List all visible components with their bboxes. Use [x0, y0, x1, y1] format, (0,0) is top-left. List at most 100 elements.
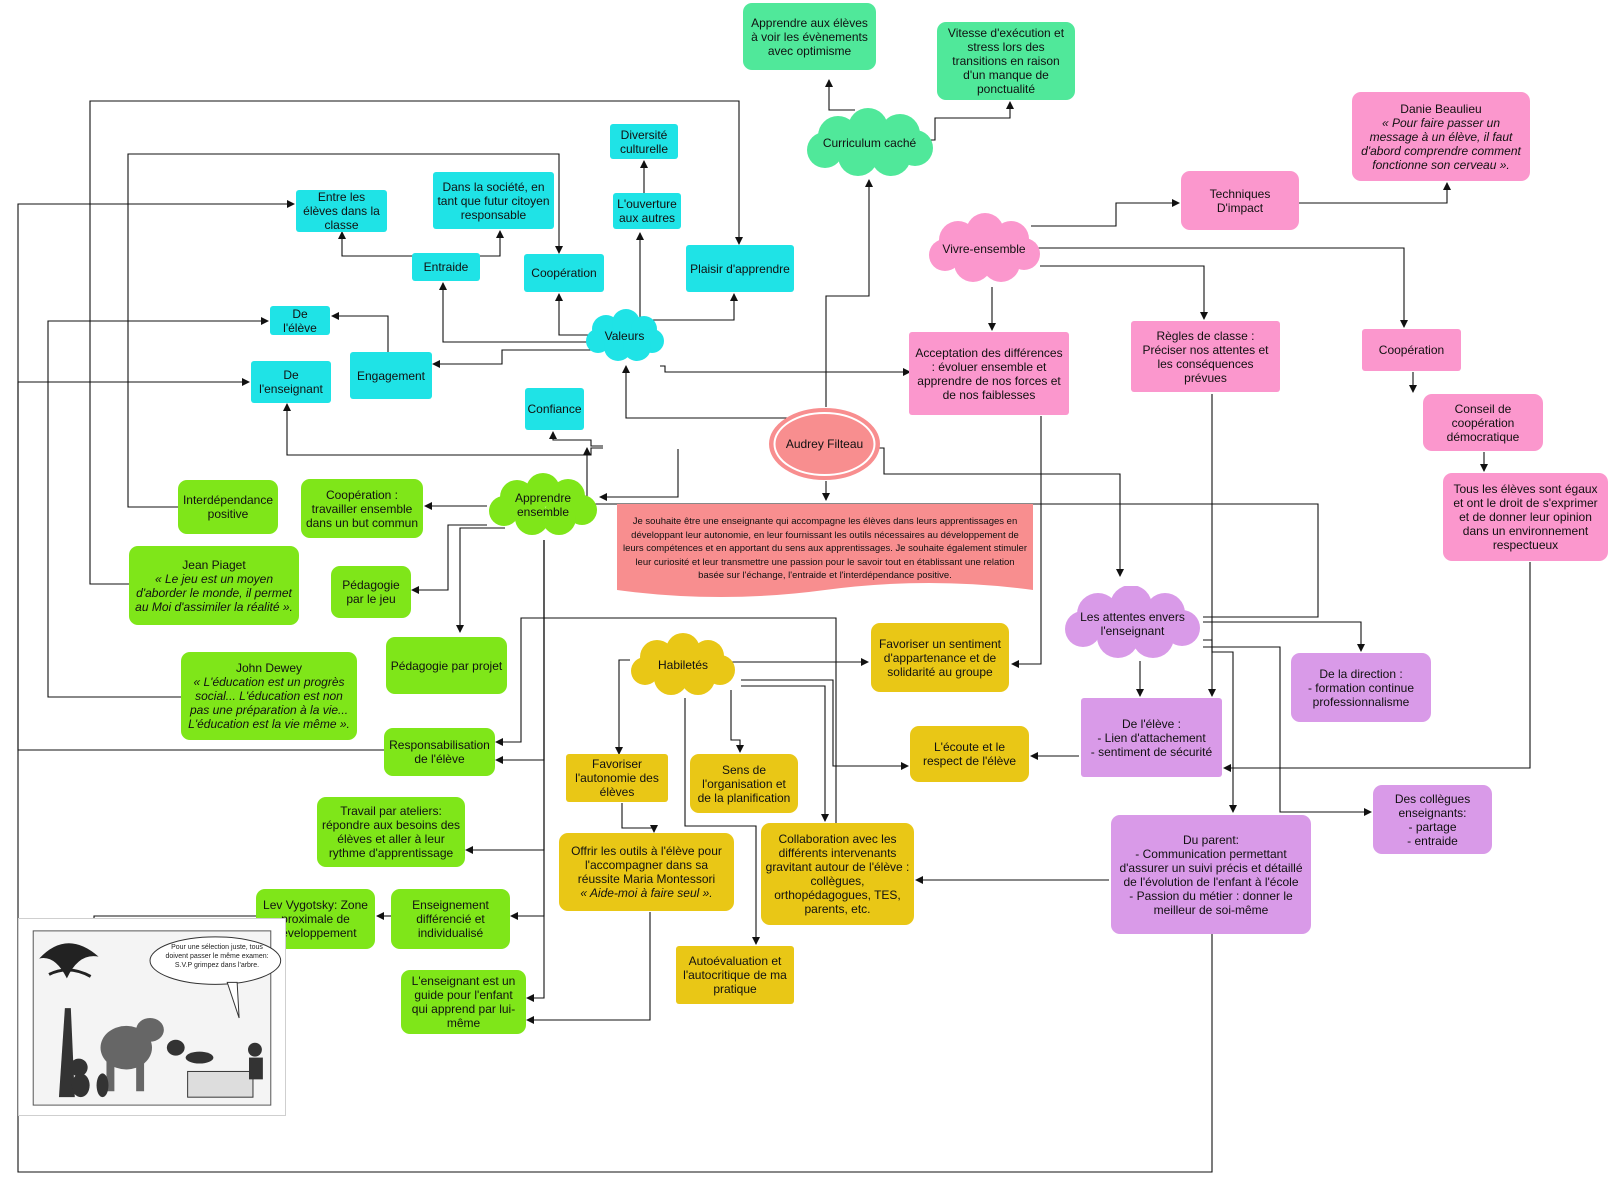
habiletes-hub-label: Habiletés	[657, 658, 709, 672]
conseil-label: Conseil de coopération démocratique	[1446, 401, 1520, 444]
node-autoevaluation[interactable]: Autoévaluation et l'autocritique de ma p…	[676, 946, 794, 1004]
node-john-dewey[interactable]: John Dewey « L'éducation est un progrès …	[181, 652, 357, 740]
node-jean-piaget[interactable]: Jean Piaget « Le jeu est un moyen d'abor…	[129, 546, 299, 625]
node-du-parent[interactable]: Du parent: - Communication permettant d'…	[1111, 815, 1311, 934]
ouverture-label: L'ouverture aux autres	[617, 197, 677, 225]
confiance-label: Confiance	[527, 402, 582, 416]
outils-label: Offrir les outils à l'élève pour l'accom…	[571, 844, 722, 886]
connector-14	[480, 230, 504, 257]
node-sens-organisation[interactable]: Sens de l'organisation et de la planific…	[690, 754, 798, 813]
connector-19	[47, 317, 269, 698]
node-enseignant-guide[interactable]: L'enseignant est un guide pour l'enfant …	[401, 970, 526, 1034]
beaulieu-quote: « Pour faire passer un message à un élèv…	[1361, 115, 1521, 172]
ateliers-label: Travail par ateliers: répondre aux besoi…	[321, 804, 461, 860]
desk-icon	[187, 1042, 263, 1098]
node-sentiment-appartenance[interactable]: Favoriser un sentiment d'appartenance et…	[871, 623, 1009, 692]
autoevaluation-label: Autoévaluation et l'autocritique de ma p…	[683, 954, 787, 996]
node-danie-beaulieu[interactable]: Danie Beaulieu « Pour faire passer un me…	[1352, 92, 1530, 181]
connector-37	[684, 698, 760, 945]
outils-quote: « Aide-moi à faire seul ».	[580, 886, 713, 900]
attentes-hub-label: Les attentes envers l'enseignant	[1080, 609, 1185, 638]
cloud-apprendre-ensemble[interactable]: Apprendre ensemble	[487, 470, 599, 540]
connector-22	[549, 431, 603, 447]
cartoon-speech-text: Pour une sélection juste, tous doivent p…	[165, 944, 269, 969]
connector-25	[456, 527, 505, 633]
node-attentes-de-leleve[interactable]: De l'élève : - Lien d'attachement - sent…	[1081, 698, 1222, 777]
node-collaboration-intervenants[interactable]: Collaboration avec les différents interv…	[761, 823, 914, 925]
node-entraide[interactable]: Entraide	[412, 253, 480, 281]
connector-10	[439, 282, 587, 343]
node-de-leleve-engagement[interactable]: De l'élève	[270, 306, 330, 335]
node-cooperation-valeur[interactable]: Coopération	[524, 254, 604, 292]
dewey-name: John Dewey	[235, 661, 303, 675]
cloud-curriculum-cache[interactable]: Curriculum caché	[803, 108, 936, 178]
connector-49	[1011, 416, 1042, 668]
cloud-habiletes[interactable]: Habiletés	[629, 632, 737, 698]
cloud-valeurs[interactable]: Valeurs	[584, 307, 665, 364]
vision-statement-text: Je souhaite être une enseignante qui acc…	[623, 516, 1027, 582]
direction-label: De la direction : - formation continue p…	[1307, 666, 1415, 709]
node-regles-de-classe[interactable]: Règles de classe : Préciser nos attentes…	[1131, 321, 1280, 392]
connector-35	[741, 679, 909, 770]
node-responsabilisation[interactable]: Responsabilisation de l'élève	[384, 728, 495, 776]
cloud-vivre-ensemble[interactable]: Vivre-ensemble	[928, 211, 1040, 287]
node-enseignement-differencie[interactable]: Enseignement différencié et individualis…	[391, 889, 510, 949]
node-dans-la-societe[interactable]: Dans la société, en tant que futur citoy…	[433, 172, 554, 229]
connector-24	[411, 524, 487, 594]
dewey-quote: « L'éducation est un progrès social... L…	[188, 675, 350, 731]
node-offrir-outils[interactable]: Offrir les outils à l'élève pour l'accom…	[559, 833, 734, 911]
connector-13	[338, 231, 431, 257]
regles-label: Règles de classe : Préciser nos attentes…	[1142, 328, 1269, 385]
connector-39	[526, 912, 651, 1024]
node-pedagogie-par-le-jeu[interactable]: Pédagogie par le jeu	[331, 566, 411, 618]
node-confiance[interactable]: Confiance	[525, 388, 584, 430]
egaux-label: Tous les élèves sont égaux et ont le dro…	[1453, 482, 1598, 552]
node-cooperation-vivre[interactable]: Coopération	[1362, 329, 1461, 371]
collaboration-label: Collaboration avec les différents interv…	[765, 832, 910, 916]
cooperation-valeur-label: Coopération	[531, 266, 597, 280]
node-plaisir-dapprendre[interactable]: Plaisir d'apprendre	[686, 245, 794, 292]
diversite-label: Diversité culturelle	[619, 127, 669, 156]
attentes-eleve-label: De l'élève : - Lien d'attachement - sent…	[1090, 716, 1213, 759]
ecoute-label: L'écoute et le respect de l'élève	[922, 740, 1016, 768]
node-favoriser-autonomie[interactable]: Favoriser l'autonomie des élèves	[566, 754, 668, 802]
interdependance-label: Interdépendance positive	[182, 493, 274, 521]
connector-1	[825, 179, 873, 407]
cloud-attentes-enseignant[interactable]: Les attentes envers l'enseignant	[1062, 586, 1203, 661]
pedagogie-jeu-label: Pédagogie par le jeu	[342, 578, 400, 606]
node-ecoute-respect[interactable]: L'écoute et le respect de l'élève	[910, 726, 1029, 782]
node-pedagogie-par-projet[interactable]: Pédagogie par projet	[386, 637, 507, 694]
node-diversite-culturelle[interactable]: Diversité culturelle	[610, 124, 678, 159]
connector-9	[652, 293, 738, 321]
tree-icon	[39, 943, 99, 1098]
node-interdependance-positive[interactable]: Interdépendance positive	[178, 480, 278, 534]
acceptation-label: Acceptation des différences : évoluer en…	[915, 345, 1063, 402]
center-name: Audrey Filteau	[785, 437, 864, 451]
piaget-name: Jean Piaget	[182, 557, 246, 572]
node-cooperation-but-commun[interactable]: Coopération : travailler ensemble dans u…	[301, 479, 423, 538]
elephant-icon	[100, 1017, 164, 1092]
valeurs-hub-label: Valeurs	[604, 328, 645, 343]
connector-4	[599, 449, 679, 501]
node-des-collegues[interactable]: Des collègues enseignants: - partage - e…	[1373, 785, 1492, 854]
autonomie-label: Favoriser l'autonomie des élèves	[575, 757, 659, 799]
node-eleves-egaux[interactable]: Tous les élèves sont égaux et ont le dro…	[1443, 473, 1608, 561]
pedagogie-projet-label: Pédagogie par projet	[390, 658, 503, 673]
node-travail-par-ateliers[interactable]: Travail par ateliers: répondre aux besoi…	[317, 797, 465, 867]
node-de-lenseignant[interactable]: De l'enseignant	[251, 361, 331, 403]
node-de-la-direction[interactable]: De la direction : - formation continue p…	[1291, 653, 1431, 722]
node-acceptation-differences[interactable]: Acceptation des différences : évoluer en…	[909, 332, 1069, 415]
node-optimisme[interactable]: Apprendre aux élèves à voir les évènemen…	[743, 3, 876, 70]
connector-58	[17, 378, 1213, 1173]
center-node-audrey-filteau[interactable]: Audrey Filteau	[768, 407, 881, 481]
connector-57	[583, 447, 1319, 618]
node-conseil-cooperation[interactable]: Conseil de coopération démocratique	[1423, 394, 1543, 451]
animals-icon	[69, 1039, 214, 1098]
node-techniques-impact[interactable]: Techniques D'impact	[1181, 171, 1299, 230]
node-engagement[interactable]: Engagement	[350, 352, 432, 399]
connector-40	[495, 617, 837, 924]
node-ouverture-aux-autres[interactable]: L'ouverture aux autres	[613, 193, 681, 229]
node-vitesse-execution[interactable]: Vitesse d'exécution et stress lors des t…	[937, 22, 1075, 100]
node-entre-les-eleves[interactable]: Entre les élèves dans la classe	[296, 190, 387, 232]
guide-label: L'enseignant est un guide pour l'enfant …	[411, 974, 516, 1030]
